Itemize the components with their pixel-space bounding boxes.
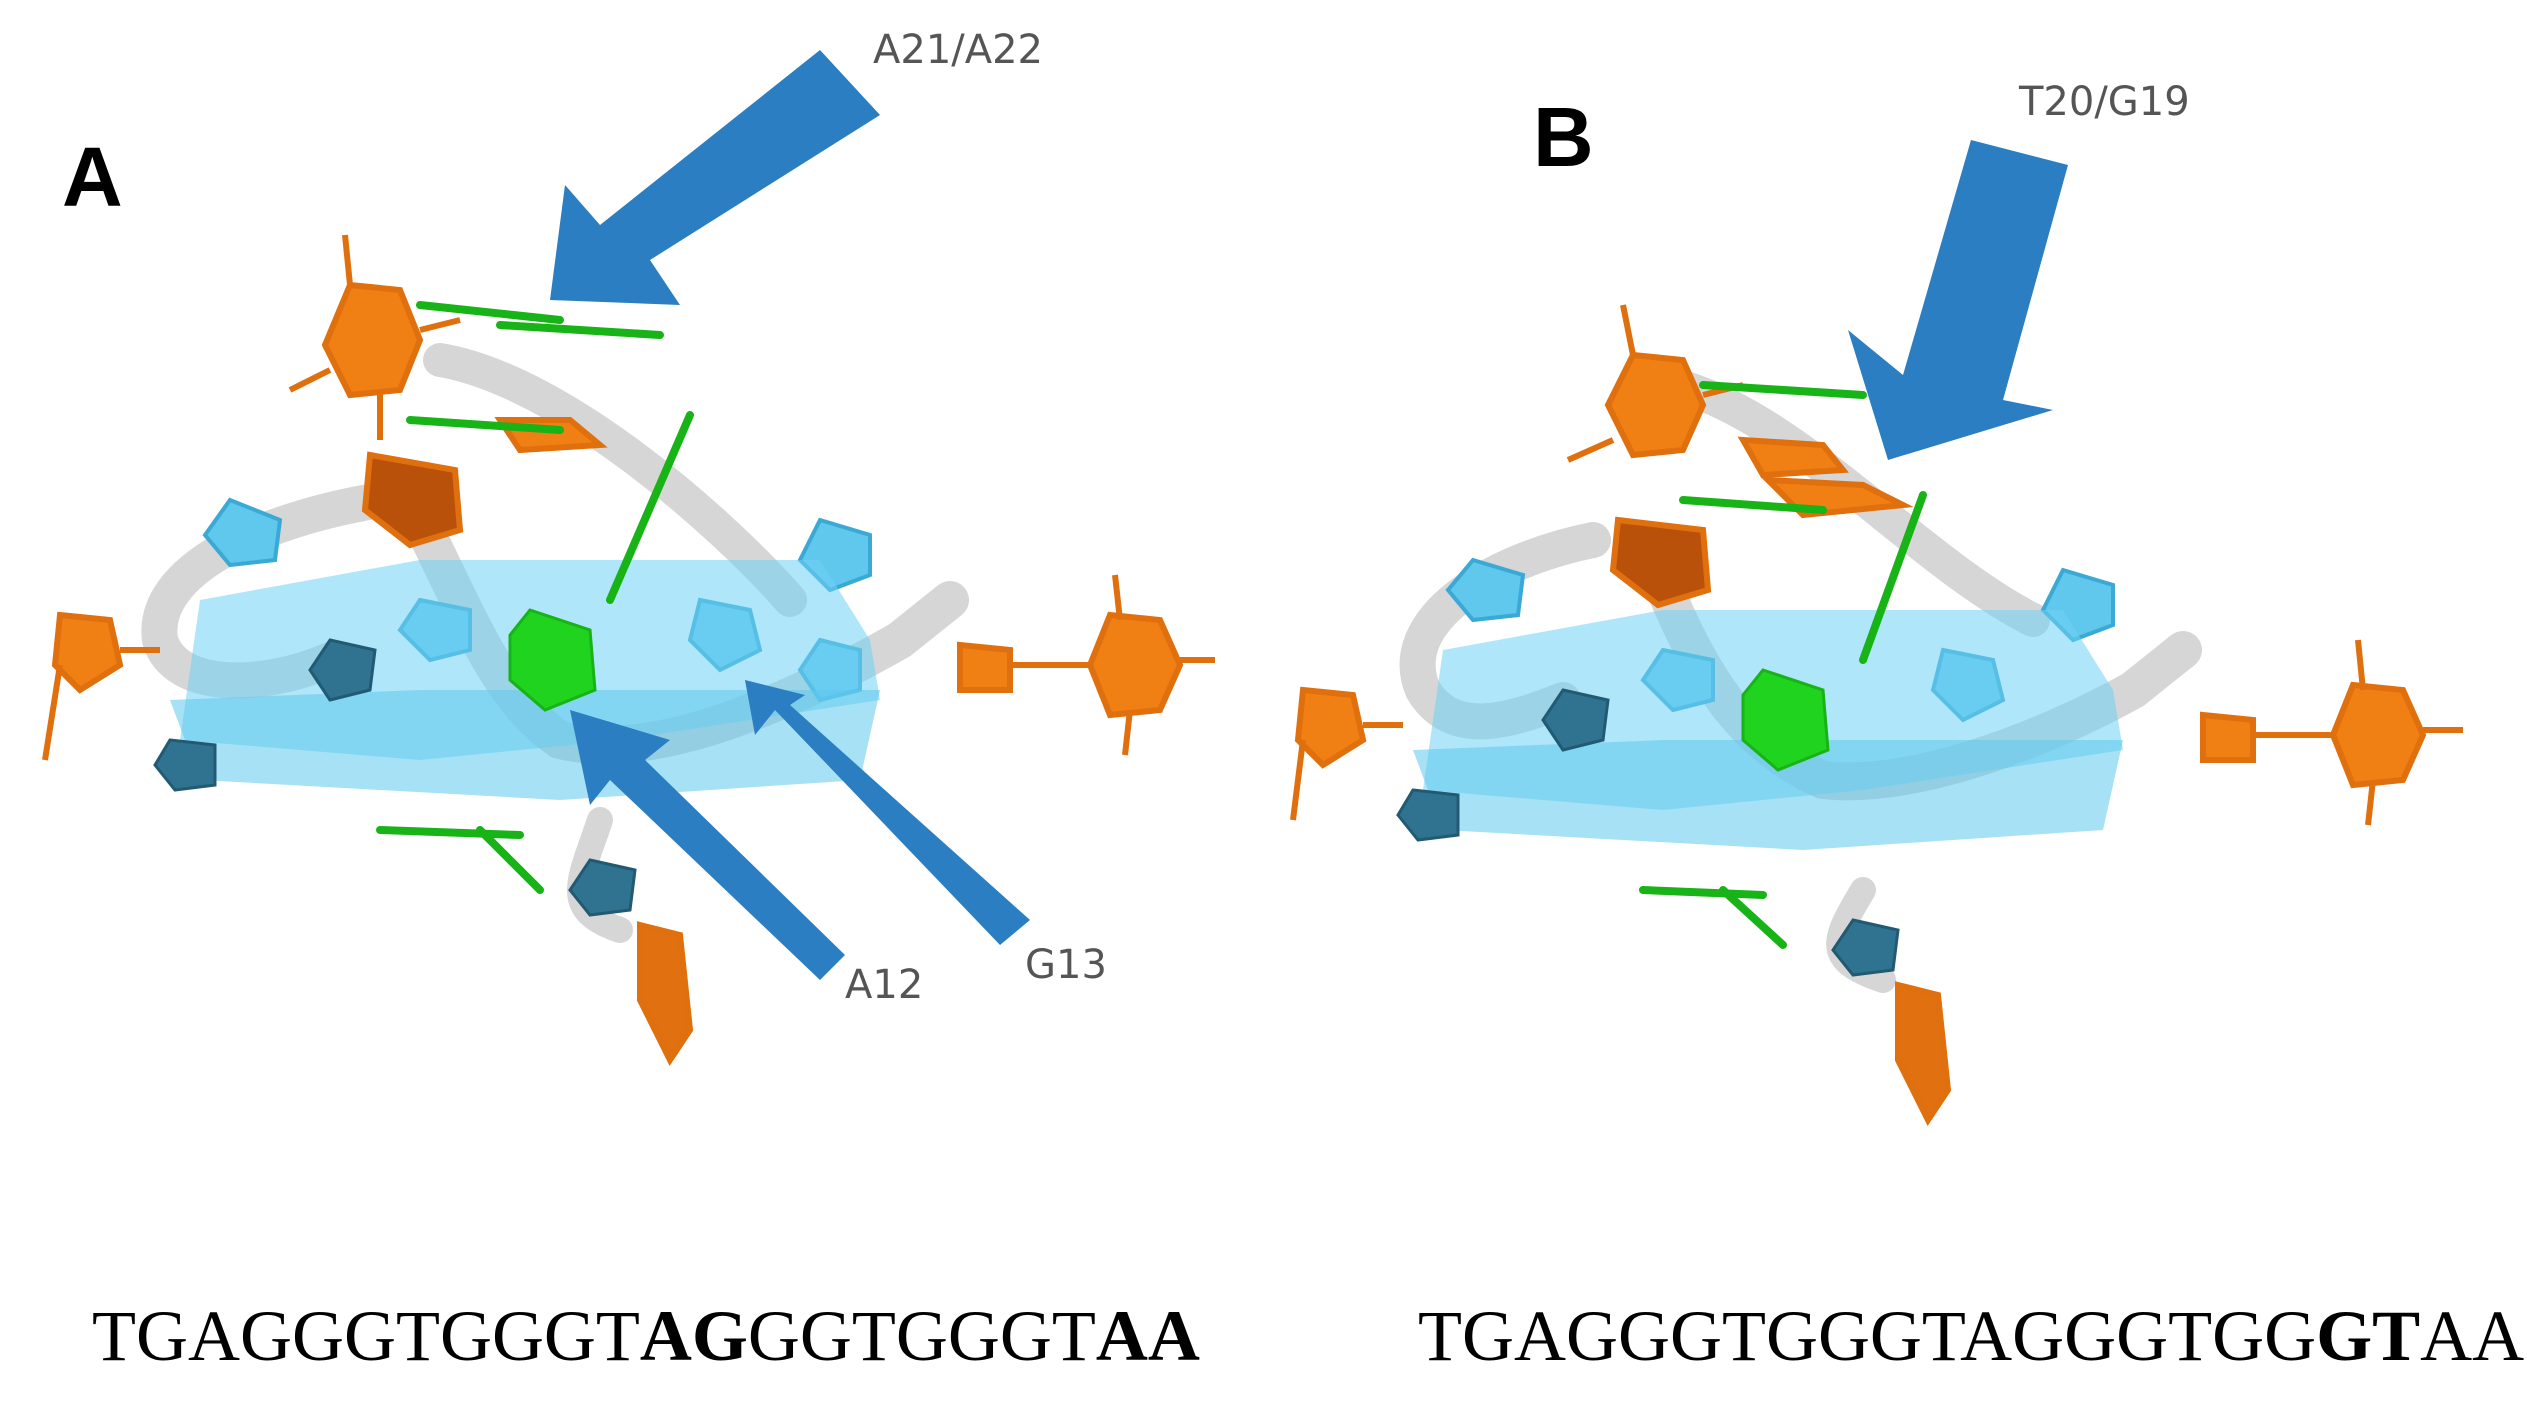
panel-label-a: A <box>62 130 123 224</box>
seq-a-part-4: AA <box>1095 1296 1200 1376</box>
arrow-t20-g19 <box>1848 140 2068 460</box>
sequence-a: TGAGGGTGGGTAGGGTGGGTAA <box>92 1300 1200 1372</box>
seq-b-part-2: GT <box>2316 1296 2421 1376</box>
panel-a: A <box>0 0 1263 1409</box>
tetrad-dark-blue <box>1396 688 1900 977</box>
tetrad-dark-blue <box>153 638 637 917</box>
green-nucleotides <box>1639 381 1927 949</box>
g-quadruplex-structure-a <box>42 50 1215 1066</box>
g-quadruplex-structure-b <box>1290 140 2463 1126</box>
green-nucleotides <box>376 301 694 894</box>
seq-a-part-1: TGAGGGTGGGT <box>92 1296 640 1376</box>
callout-a21-a22: A21/A22 <box>873 27 1043 73</box>
seq-a-part-3: GGTGGGT <box>747 1296 1096 1376</box>
arrow-a21-a22 <box>550 50 880 305</box>
sequence-b: TGAGGGTGGGTAGGGTGGGTAA <box>1418 1300 2524 1372</box>
seq-b-part-3: AA <box>2420 1296 2525 1376</box>
callout-g13: G13 <box>1025 942 1107 988</box>
tetrad-light-blue <box>1413 557 2123 850</box>
seq-a-part-2: AG <box>639 1296 748 1376</box>
arrow-g13 <box>745 680 1030 945</box>
orange-nucleotides <box>1290 304 2463 1126</box>
orange-nucleotides <box>42 234 1215 1066</box>
arrow-a12 <box>570 710 845 980</box>
callout-a12: A12 <box>845 962 924 1008</box>
seq-b-part-1: TGAGGGTGGGTAGGGTGG <box>1418 1296 2317 1376</box>
callout-t20-g19: T20/G19 <box>2019 79 2190 125</box>
panel-b: B <box>1263 0 2526 1409</box>
panel-label-b: B <box>1533 90 1594 184</box>
